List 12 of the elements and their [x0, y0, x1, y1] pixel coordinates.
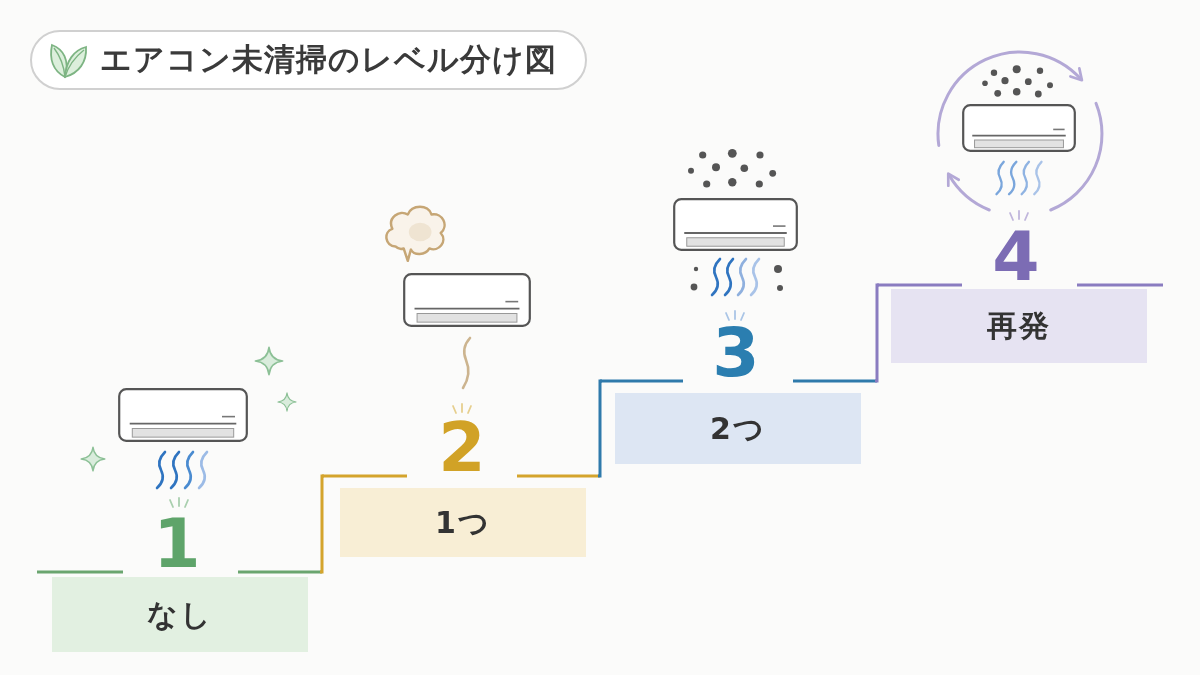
riser-line [597, 379, 603, 478]
step-label: 1つ [435, 504, 491, 541]
level-number: 4 [991, 223, 1041, 291]
step-label: なし [147, 596, 213, 633]
level-number: 3 [711, 319, 761, 387]
level-number: 2 [437, 414, 487, 482]
step-label: 2つ [710, 410, 766, 447]
riser-line [874, 283, 880, 383]
riser-line [319, 474, 325, 574]
level-number: 1 [152, 510, 202, 578]
step-label: 再発 [987, 308, 1051, 344]
title-text: エアコン未清掃のレベル分け図 [100, 41, 557, 79]
